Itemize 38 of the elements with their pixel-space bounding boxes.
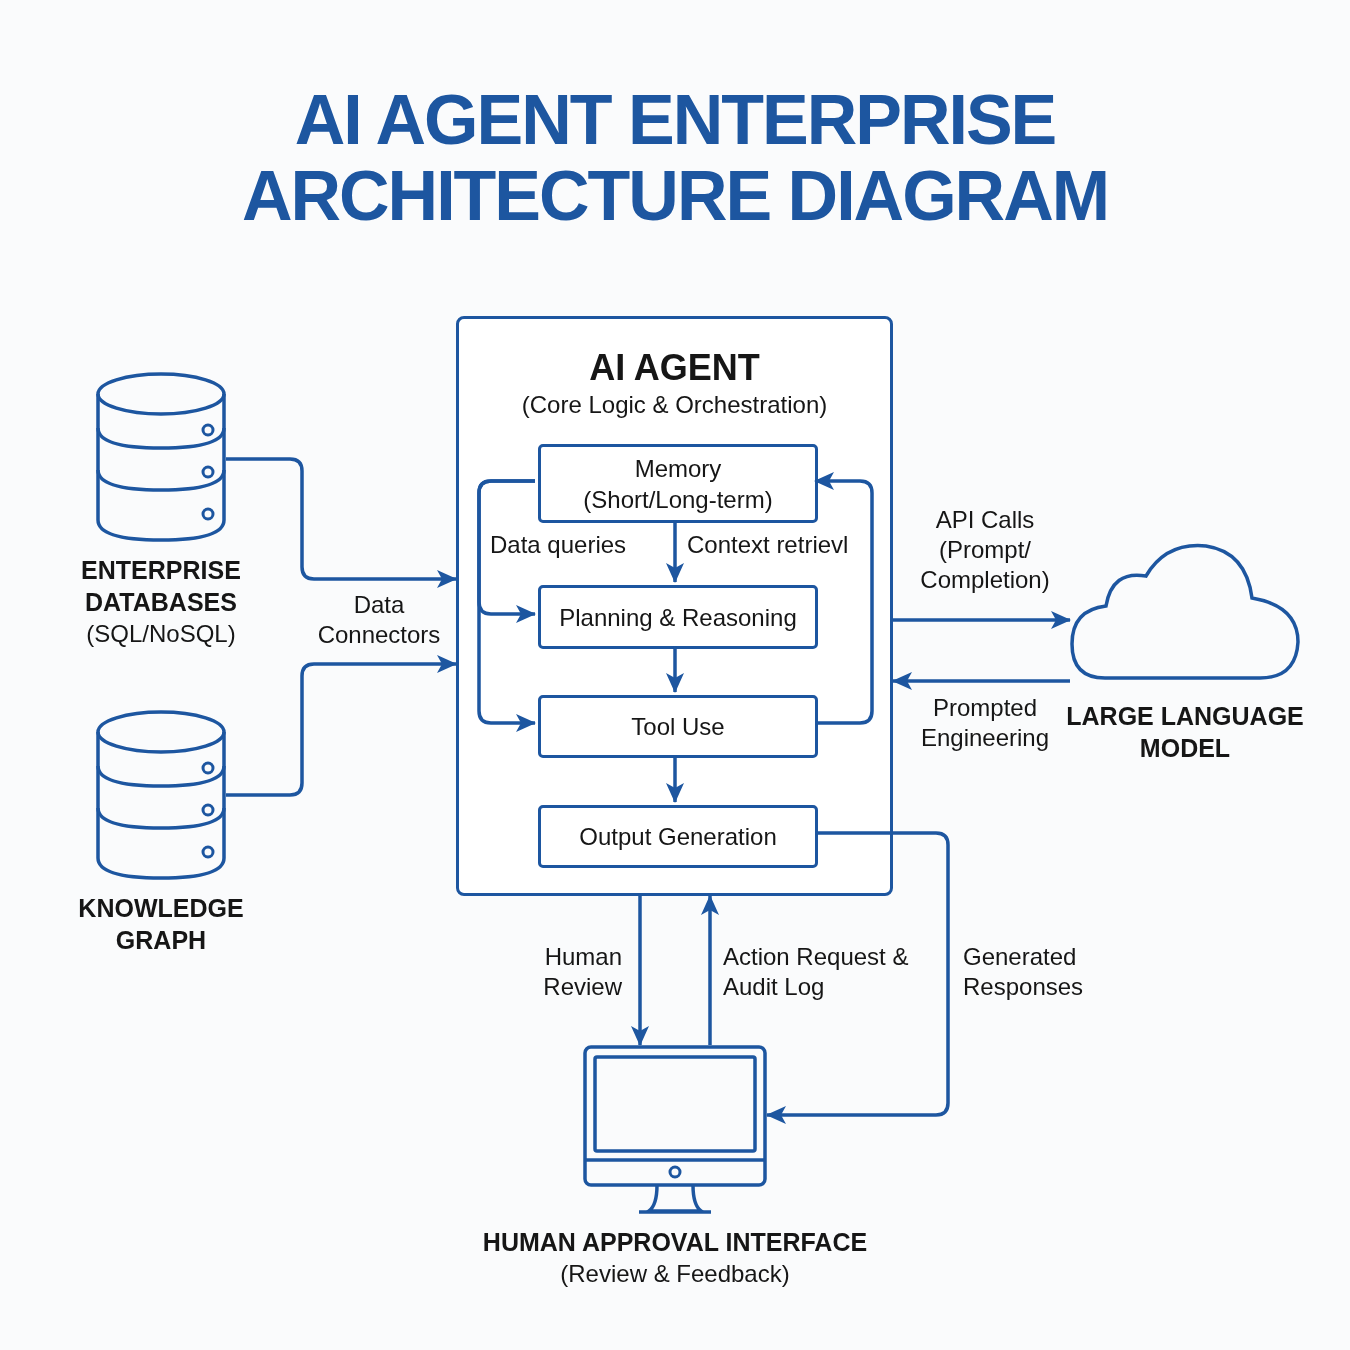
arrow	[631, 896, 649, 1046]
container-heading: AI AGENT	[588, 347, 761, 389]
arrow	[766, 831, 950, 1124]
node-subtitle: (SQL/NoSQL)	[85, 619, 237, 649]
process-box	[538, 805, 818, 868]
arrow	[477, 479, 536, 732]
node-heading: LARGE LANGUAGE MODEL	[1065, 701, 1305, 764]
node-heading: KNOWLEDGE GRAPH	[77, 893, 245, 956]
edge-label: Human Review	[542, 942, 622, 1002]
agent-container	[456, 316, 893, 896]
edge-label: Context retrievl	[687, 530, 850, 560]
connector-label: Data Connectors	[316, 590, 442, 650]
box-label: Tool Use	[631, 712, 725, 742]
box-label: Memory (Short/Long-term)	[582, 453, 774, 515]
edge-label: Generated Responses	[963, 942, 1085, 1002]
edge-label: Action Request & Audit Log	[723, 942, 910, 1002]
process-box	[538, 695, 818, 758]
edge-label: Data queries	[490, 530, 628, 560]
arrow	[226, 655, 457, 797]
edge-label: API Calls (Prompt/ Completion)	[919, 505, 1051, 595]
container-subtitle: (Core Logic & Orchestration)	[520, 390, 829, 420]
arrow	[666, 646, 684, 693]
box-label: Planning & Reasoning	[559, 602, 797, 633]
arrow	[666, 520, 684, 583]
node-heading: ENTERPRISE DATABASES	[80, 555, 242, 618]
arrow	[701, 895, 719, 1045]
diagram-title: AI AGENT ENTERPRISE ARCHITECTURE DIAGRAM	[240, 82, 1110, 234]
process-box	[538, 585, 818, 649]
box-label: Output Generation	[579, 822, 777, 852]
node-subtitle: (Review & Feedback)	[559, 1259, 791, 1289]
arrow	[893, 611, 1071, 629]
arrow	[226, 457, 457, 588]
arrow	[814, 472, 874, 725]
node-heading: HUMAN APPROVAL INTERFACE	[481, 1227, 869, 1258]
arrow	[666, 755, 684, 803]
arrow	[892, 672, 1070, 690]
process-box	[538, 444, 818, 523]
edge-label: Prompted Engineering	[919, 693, 1051, 753]
